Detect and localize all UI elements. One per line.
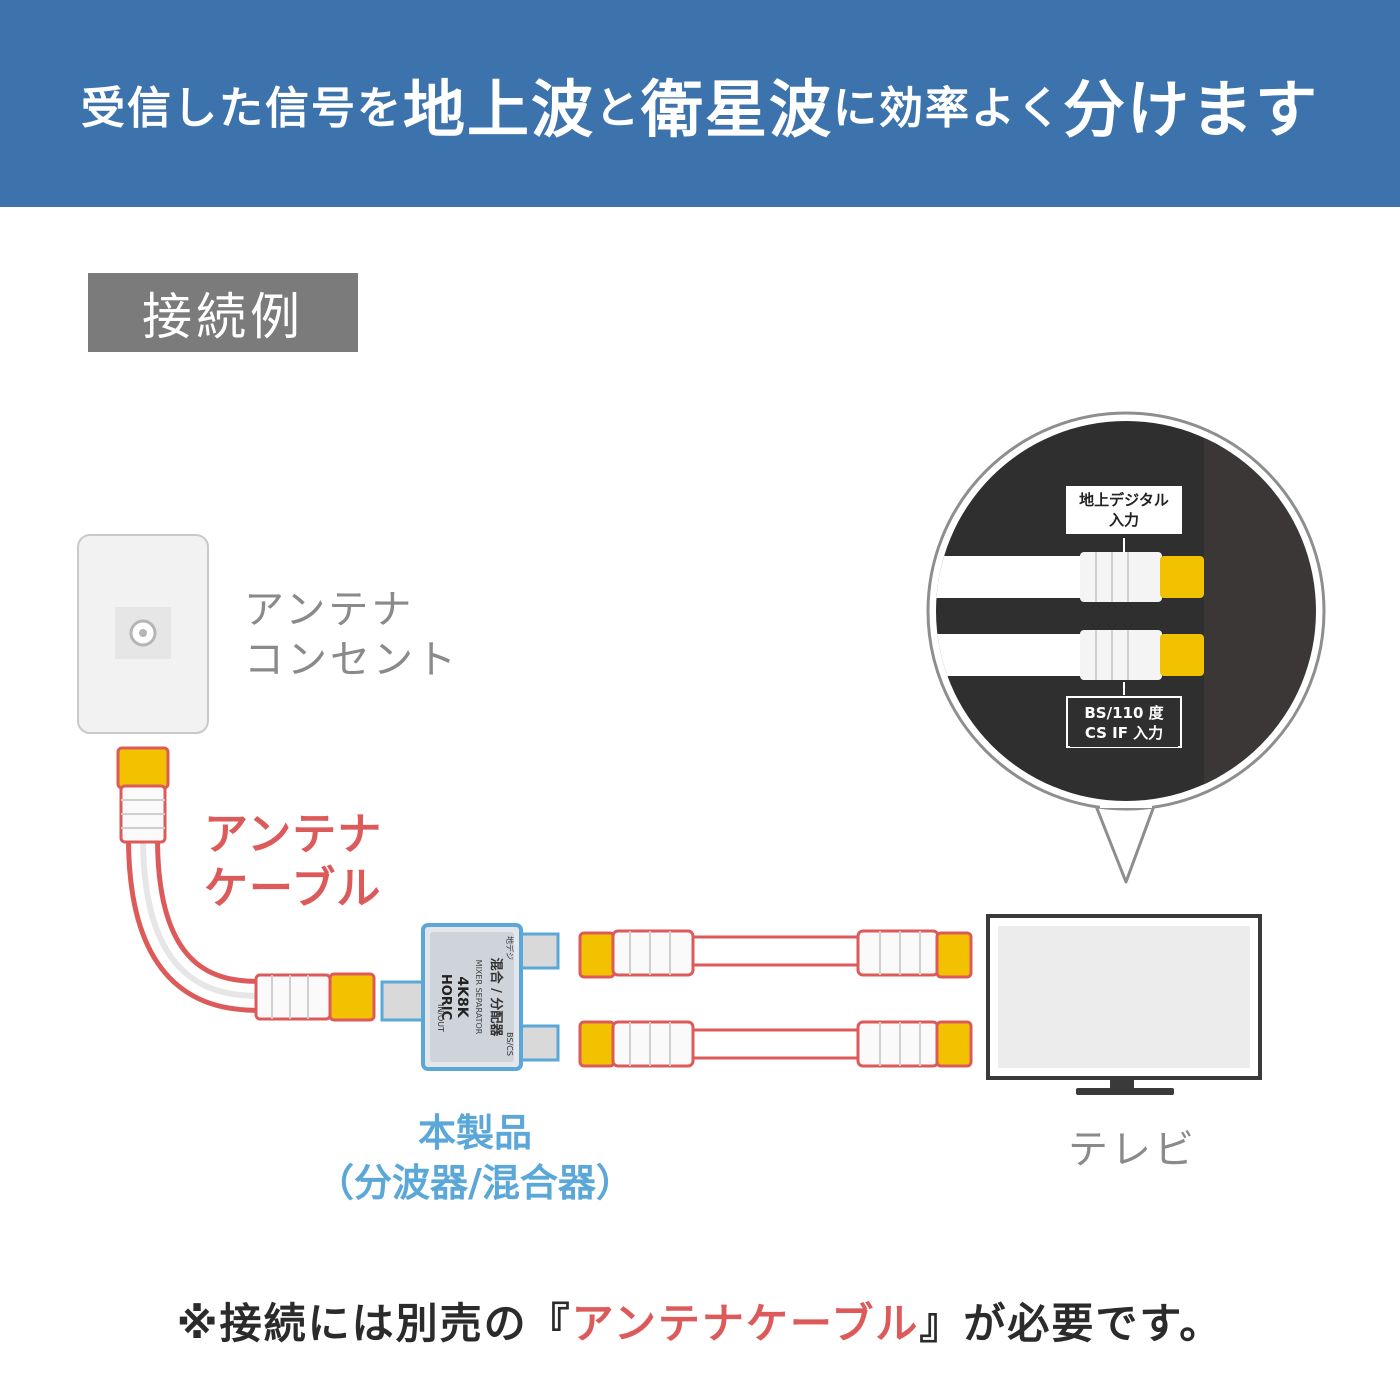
antenna-cable-label: アンテナ ケーブル bbox=[204, 809, 383, 914]
cable-plug-splitter bbox=[254, 972, 376, 1022]
headline-part-3: と bbox=[594, 82, 641, 134]
device-port-in: IN/OUT bbox=[436, 1004, 445, 1032]
antenna-outlet-icon bbox=[77, 534, 209, 734]
splitter-device: 混合 / 分配器 MIXER SEPARATOR 4K8K HORIC IN/O… bbox=[380, 923, 560, 1071]
product-label: 本製品 （分波器/混合器） bbox=[316, 1111, 634, 1205]
zoom-label-satellite: BS/110 度 CS IF 入力 bbox=[1070, 699, 1178, 747]
headline-part-4: 衛星波 bbox=[640, 72, 833, 146]
cable-plug-outlet bbox=[116, 746, 170, 844]
device-sub: MIXER SEPARATOR bbox=[474, 960, 483, 1035]
footer-suffix: 』が必要です。 bbox=[919, 1299, 1224, 1348]
headline-part-2: 地上波 bbox=[402, 72, 595, 146]
device-port-uhf: 地デジ bbox=[505, 936, 515, 960]
headline-part-5: に効率よく bbox=[833, 82, 1063, 134]
tv-label: テレビ bbox=[1068, 1127, 1197, 1173]
headline-part-1: 受信した信号を bbox=[80, 82, 403, 134]
tv-cable-bottom bbox=[578, 1020, 973, 1068]
antenna-cable bbox=[126, 821, 279, 1013]
footer-highlight: アンテナケーブル bbox=[571, 1299, 920, 1348]
header-banner bbox=[0, 0, 1400, 207]
headline: 受信した信号を 地上波 と 衛星波 に効率よく 分けます bbox=[0, 0, 1400, 207]
zoom-label-terrestrial: 地上デジタル 入力 bbox=[1066, 486, 1182, 534]
tv-cable-top bbox=[578, 929, 973, 979]
footer-note: ※接続には別売の『アンテナケーブル』が必要です。 bbox=[0, 1290, 1400, 1351]
device-name: 混合 / 分配器 bbox=[488, 958, 504, 1038]
antenna-outlet-label: アンテナ コンセント bbox=[244, 587, 459, 683]
tv-icon bbox=[986, 914, 1262, 1095]
footer-prefix: ※接続には別売の『 bbox=[176, 1299, 572, 1348]
zoom-callout bbox=[926, 411, 1326, 884]
headline-part-6: 分けます bbox=[1063, 72, 1320, 146]
section-tag: 接続例 bbox=[88, 273, 358, 352]
device-badge: 4K8K bbox=[454, 976, 470, 1018]
device-port-bs: BS/CS bbox=[505, 1032, 514, 1056]
device-brand: HORIC bbox=[438, 974, 453, 1020]
